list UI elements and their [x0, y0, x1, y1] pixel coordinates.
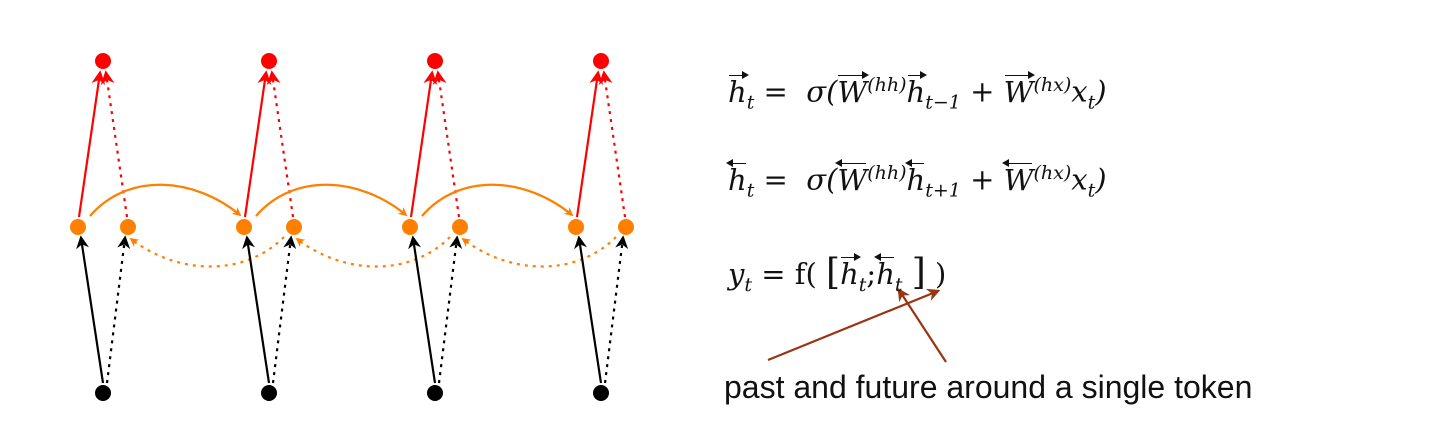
input-node [427, 385, 443, 401]
input-to-forward-arrow [76, 235, 105, 384]
forward-h-prev-subscript: t−1 [925, 91, 961, 114]
backward-hidden-node [286, 219, 302, 235]
backward-x: x [1071, 162, 1088, 197]
backward-w-hh: W [835, 158, 868, 197]
input-to-backward-arrow [105, 235, 131, 384]
backward-h-next-subscript: t+1 [925, 179, 961, 202]
backward-w-hh-superscript: (hh) [867, 162, 907, 184]
forward-to-output-arrow [575, 70, 604, 218]
forward-to-output-arrow [409, 70, 438, 218]
forward-assign: = [763, 74, 788, 109]
forward-w-hx: W [1003, 70, 1036, 109]
forward-hidden-node [402, 219, 418, 235]
backward-recurrent-arrow [461, 236, 617, 268]
backward-hidden-node [618, 219, 634, 235]
annotation-arrows [767, 287, 947, 363]
past-pointer-arrow [767, 288, 941, 362]
forward-recurrent-arrow [255, 183, 408, 217]
backward-hidden-node [452, 219, 468, 235]
forward-hidden-node [236, 219, 252, 235]
output-forward-h: h [840, 253, 861, 291]
forward-h-prev: h [906, 70, 927, 109]
backward-w-hx: W [1001, 158, 1034, 197]
forward-recurrent-arrow [89, 183, 242, 217]
forward-close: ) [1095, 74, 1107, 109]
input-to-backward-arrow [271, 235, 297, 384]
backward-assign: = [763, 162, 788, 197]
output-equation: yt = f( [ht;ht ] ) [728, 252, 947, 296]
backward-hidden-node [120, 219, 136, 235]
forward-state-equation: ht = σ(W(hh)ht−1 + W(hx)xt) [728, 70, 1107, 114]
forward-hidden-node [70, 219, 86, 235]
forward-hidden-node [568, 219, 584, 235]
backward-h-next: h [904, 158, 926, 197]
forward-to-output-arrow [243, 70, 272, 218]
output-backward-h: h [874, 253, 895, 291]
backward-h-lhs-subscript: t [746, 179, 755, 202]
future-pointer-arrow [897, 287, 947, 363]
backward-w-hx-superscript: (hx) [1033, 162, 1072, 184]
backward-h-lhs: h [726, 158, 747, 197]
input-to-forward-arrow [574, 235, 603, 384]
diagram-nodes [70, 53, 634, 401]
backward-recurrent-arrow [295, 236, 451, 268]
forward-h-lhs: h [728, 70, 749, 109]
forward-plus: + [970, 74, 995, 109]
annotation-text: past and future around a single token [724, 369, 1253, 405]
backward-to-output-arrow [432, 70, 461, 218]
forward-w-hh-superscript: (hh) [867, 74, 907, 96]
output-close: ) [935, 257, 947, 291]
input-to-backward-arrow [603, 235, 629, 384]
output-node [95, 53, 111, 69]
input-node [261, 385, 277, 401]
output-close-bracket: ] [911, 252, 926, 293]
forward-sigma: σ( [806, 74, 838, 109]
forward-h-lhs-subscript: t [746, 91, 755, 114]
backward-to-output-arrow [598, 70, 627, 218]
forward-to-output-arrow [77, 70, 106, 218]
backward-close: ) [1095, 162, 1107, 197]
input-node [95, 385, 111, 401]
backward-state-equation: ht = σ(W(hh)ht+1 + W(hx)xt) [726, 158, 1107, 202]
backward-to-output-arrow [266, 70, 295, 218]
forward-recurrent-arrow [421, 183, 574, 217]
diagram-edges [76, 70, 629, 384]
forward-x: x [1071, 74, 1088, 109]
forward-x-subscript: t [1087, 91, 1096, 114]
input-to-backward-arrow [437, 235, 463, 384]
input-to-forward-arrow [408, 235, 437, 384]
output-assign: = f( [761, 257, 817, 291]
output-forward-h-subscript: t [858, 273, 867, 296]
backward-to-output-arrow [100, 70, 129, 218]
input-node [593, 385, 609, 401]
forward-w-hx-superscript: (hx) [1033, 74, 1072, 96]
output-node [261, 53, 277, 69]
output-node [593, 53, 609, 69]
backward-sigma: σ( [806, 162, 838, 197]
output-node [427, 53, 443, 69]
output-backward-h-subscript: t [894, 273, 903, 296]
forward-w-hh: W [837, 70, 870, 109]
backward-recurrent-arrow [129, 236, 285, 268]
output-open-bracket: [ [826, 252, 841, 293]
input-to-forward-arrow [242, 235, 271, 384]
output-y-subscript: t [744, 273, 753, 296]
backward-plus: + [970, 162, 995, 197]
output-separator: ; [866, 257, 877, 291]
backward-x-subscript: t [1087, 179, 1096, 202]
output-y: y [728, 257, 745, 291]
